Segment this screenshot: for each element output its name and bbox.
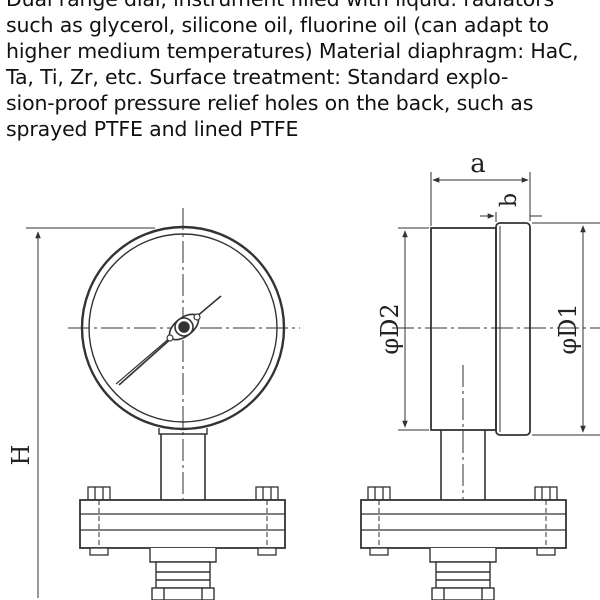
description-text: Dual range dial, instrument filled with … [6,0,598,142]
side-lower-connection [429,548,497,600]
dimension-b-label: b [497,193,522,207]
front-bolt-left-bottom [89,547,109,556]
front-bolt-left-top [87,486,111,501]
side-view [360,172,600,600]
front-bolt-right-bottom [257,547,277,556]
description-line-5: sion-proof pressure relief holes on the … [6,91,534,115]
side-bolt-right-top [534,486,558,501]
description-line-2: such as glycerol, silicone oil, fluorine… [6,13,549,37]
description-line-3: higher medium temperatures) Material dia… [6,39,579,63]
gauge-neck [158,428,208,435]
dimension-h-label: H [7,445,35,466]
side-bolt-left-bottom [369,547,389,556]
description-line-1: Dual range dial, instrument filled with … [6,0,598,12]
dimension-d1-label: φD1 [554,303,582,354]
front-lower-connection [149,548,217,600]
pointer-hub [166,313,201,342]
side-bolt-right-bottom [536,547,556,556]
side-bolt-left-top [367,486,391,501]
description-line-4: Ta, Ti, Zr, etc. Surface treatment: Stan… [6,65,509,89]
front-view [26,208,300,600]
gauge-outer-ring [80,225,286,431]
front-bolt-right-top [255,486,279,501]
side-flange [360,499,567,549]
gauge-bezel-side [495,222,531,436]
dimension-d2-label: φD2 [376,303,404,354]
gauge-inner-ring [88,233,278,423]
front-flange [79,499,286,549]
description-line-6: sprayed PTFE and lined PTFE [6,117,299,141]
dimension-a-label: a [470,149,486,179]
